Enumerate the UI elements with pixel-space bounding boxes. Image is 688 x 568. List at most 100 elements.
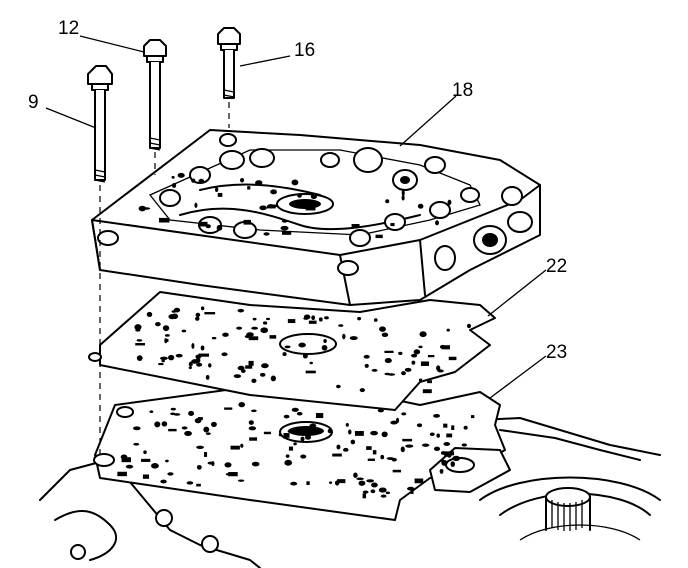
plate-passage-hole: [434, 446, 441, 452]
plate-passage-hole: [149, 410, 154, 414]
gasket-passage-hole: [191, 343, 195, 349]
plate-passage-hole: [405, 444, 414, 448]
gasket-passage-hole: [411, 360, 416, 365]
valve-body-detail: [158, 217, 170, 223]
gasket-passage-hole: [418, 345, 423, 349]
plate-passage-hole: [421, 443, 430, 447]
gasket-passage-hole: [248, 360, 254, 366]
plate-passage-hole: [228, 472, 238, 477]
plate-passage-hole: [443, 423, 448, 428]
gasket-passage-hole: [269, 335, 277, 339]
plate-passage-hole: [367, 458, 376, 461]
plate-passage-hole: [240, 443, 244, 448]
gasket-passage-hole: [262, 321, 268, 325]
gasket-passage-hole: [305, 370, 316, 374]
valve-body-detail: [263, 232, 270, 236]
valve-body: [91, 129, 541, 306]
gasket-passage-hole: [349, 336, 358, 341]
plate-passage-hole: [436, 433, 440, 438]
plate-passage-hole: [205, 432, 211, 435]
valve-body-detail: [240, 177, 245, 183]
plate-passage-hole: [278, 432, 282, 437]
plate-passage-hole: [211, 421, 217, 428]
plate-passage-hole: [117, 471, 127, 477]
plate-passage-hole: [203, 426, 210, 433]
gasket-passage-hole: [309, 361, 313, 365]
plate-passage-hole: [161, 421, 168, 427]
plate-passage-hole: [309, 423, 317, 428]
plate-passage-hole: [143, 450, 147, 455]
plate-passage-hole: [290, 481, 298, 486]
gasket-passage-hole: [175, 353, 183, 358]
plate-passage-hole: [461, 443, 467, 447]
gasket-passage-hole: [448, 356, 457, 361]
plate-passage-hole: [471, 415, 475, 419]
gasket-passage-hole: [411, 353, 418, 358]
valve-body-detail: [447, 199, 452, 206]
gasket-passage-hole: [200, 345, 205, 351]
plate-passage-hole: [414, 478, 424, 484]
valve-body-detail: [297, 193, 302, 198]
plate-passage-hole: [287, 429, 295, 434]
gasket-passage-hole: [233, 374, 242, 379]
gasket-passage-hole: [164, 338, 169, 342]
gasket-passage-hole: [160, 356, 168, 361]
callout-23: 23: [546, 342, 567, 363]
valve-body-detail: [247, 186, 251, 190]
plate-passage-hole: [385, 491, 390, 495]
leader-lines: [45, 35, 547, 399]
gasket-passage-hole: [155, 321, 161, 327]
gasket-passage-hole: [196, 362, 203, 367]
valve-body-detail: [171, 175, 175, 179]
gasket-passage-hole: [371, 368, 378, 372]
gasket-passage-hole: [284, 345, 291, 349]
plate-passage-hole: [291, 407, 299, 412]
gasket-passage-hole: [134, 324, 142, 331]
plate-passage-hole: [371, 482, 378, 488]
plate-passage-hole: [372, 450, 377, 455]
gasket-passage-hole: [384, 372, 391, 376]
plate-passage-hole: [170, 407, 177, 411]
plate-passage-hole: [237, 479, 245, 482]
gasket-passage-hole: [248, 336, 259, 341]
gasket-passage-hole: [318, 317, 323, 322]
plate-passage-hole: [248, 420, 254, 425]
gasket-passage-hole: [401, 371, 406, 376]
gasket-passage-hole: [162, 325, 170, 332]
gasket-passage-hole: [336, 384, 341, 389]
valve-body-detail: [171, 183, 177, 188]
gasket-passage-hole: [221, 352, 228, 357]
valve-body-detail: [401, 194, 405, 201]
gasket-passage-hole: [246, 332, 254, 337]
plate-passage-hole: [224, 407, 233, 410]
plate-passage-hole: [327, 428, 333, 434]
gasket-passage-hole: [195, 316, 200, 321]
plate-passage-hole: [167, 472, 174, 476]
plate-passage-hole: [452, 455, 461, 461]
plate-passage-hole: [248, 426, 257, 431]
plate-passage-hole: [334, 480, 340, 486]
gasket-passage-hole: [324, 316, 329, 320]
plate-passage-hole: [329, 481, 333, 484]
gasket-passage-hole: [188, 361, 193, 367]
plate-passage-hole: [386, 457, 395, 460]
gasket-passage-hole: [200, 306, 205, 311]
plate-passage-hole: [284, 459, 293, 466]
plate-passage-hole: [160, 479, 167, 484]
spacer-plate-gasket: [88, 291, 496, 411]
gasket-passage-hole: [419, 331, 427, 338]
plate-passage-hole: [440, 451, 447, 455]
gasket-passage-hole: [302, 353, 308, 359]
valve-body-detail: [310, 193, 318, 200]
gasket-passage-hole: [171, 313, 179, 320]
gasket-passage-hole: [418, 378, 423, 382]
callout-16: 16: [294, 40, 315, 61]
plate-passage-hole: [348, 429, 352, 435]
gasket-passage-hole: [427, 380, 432, 384]
plate-passage-hole: [204, 452, 208, 457]
valve-body-detail: [199, 221, 208, 227]
plate-passage-hole: [332, 453, 342, 457]
plate-passage-hole: [400, 446, 405, 453]
gasket-passage-hole: [311, 315, 316, 321]
